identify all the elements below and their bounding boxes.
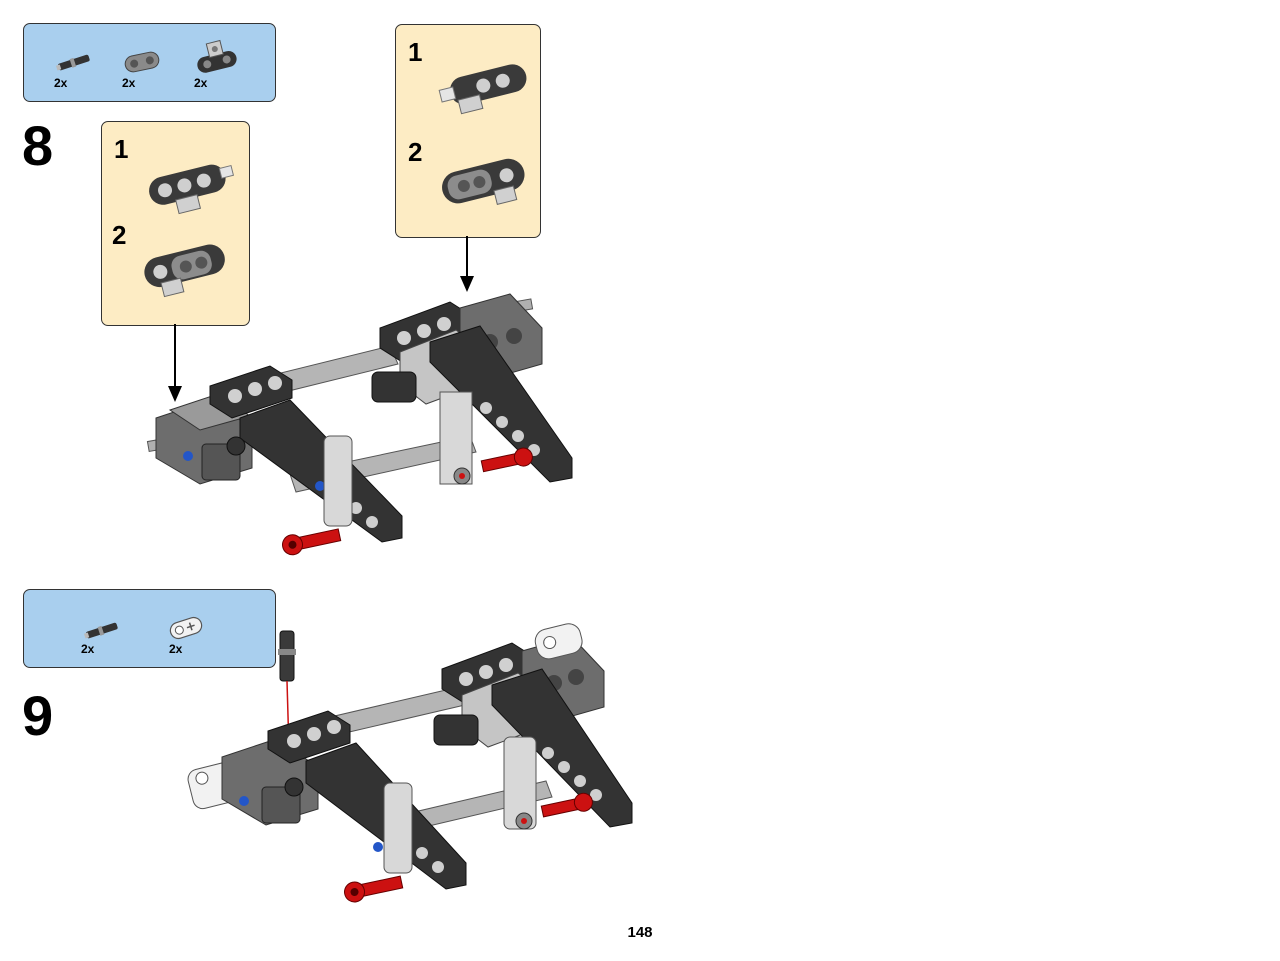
placement-arrow (168, 324, 182, 402)
callout-box: 1 2 (395, 24, 541, 238)
page-number: 148 (627, 924, 653, 941)
part-qty: 2x (122, 76, 136, 90)
placement-arrow (460, 236, 474, 292)
step-8-model-illustration (146, 293, 573, 556)
axle-pin-icon (55, 54, 90, 71)
beam-connector-icon (144, 244, 225, 298)
beam-connector-icon (124, 51, 160, 73)
step-9-parts-list: 2x 2x (23, 589, 276, 668)
axle-pin-icon (83, 622, 118, 639)
angled-beam-icon (197, 39, 237, 73)
angled-beam-icon (149, 164, 235, 215)
sub-step-number: 2 (112, 220, 127, 250)
sub-step-number: 1 (114, 134, 129, 164)
angled-beam-icon (438, 64, 527, 115)
step-9-model-illustration (187, 623, 633, 903)
sub-step-number: 2 (408, 137, 423, 167)
sub-step-number: 1 (408, 37, 423, 67)
step-number: 8 (22, 114, 54, 177)
part-qty: 2x (81, 642, 95, 656)
callout-box: 1 2 (101, 121, 250, 326)
part-qty: 2x (194, 76, 208, 90)
step-number: 9 (22, 684, 54, 747)
step-8-parts-list: 2x 2x 2x (23, 23, 276, 102)
part-qty: 2x (54, 76, 68, 90)
part-qty: 2x (169, 642, 183, 656)
beam-connector-icon (442, 158, 525, 205)
cross-block-icon (169, 616, 203, 640)
